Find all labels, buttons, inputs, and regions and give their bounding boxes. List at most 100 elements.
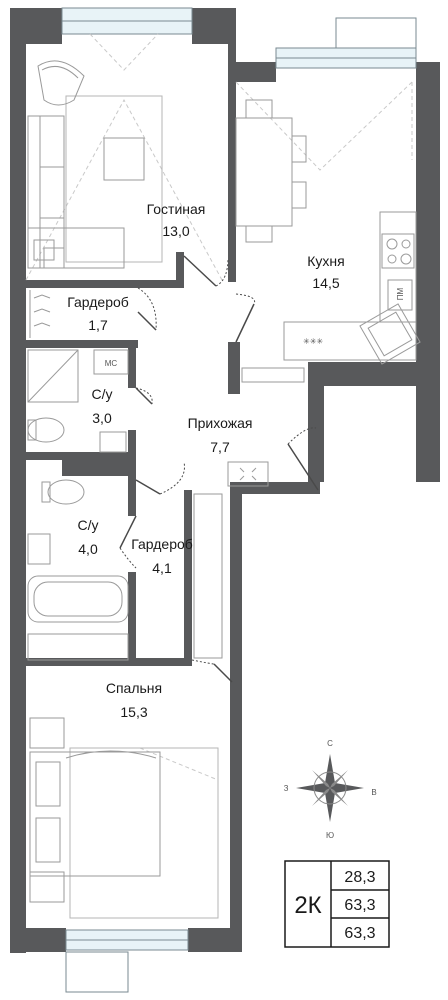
wall-hall-bottom xyxy=(230,482,320,494)
shower-icon xyxy=(27,349,79,403)
room-name-kitchen: Кухня xyxy=(307,253,344,269)
bed-icon xyxy=(29,751,161,877)
room-area-living: 13,0 xyxy=(162,223,189,239)
door-living-leaf xyxy=(183,255,217,287)
room-name-living: Гостиная xyxy=(147,201,206,217)
badge-total-area-2: 63,3 xyxy=(344,925,375,942)
wardrobe-rack-icon xyxy=(193,493,223,659)
wall-right-outer xyxy=(416,62,440,482)
wall-kitchen-right-stub xyxy=(308,362,324,482)
compass-north: С xyxy=(327,739,333,748)
bed-pillow-icon xyxy=(35,761,61,807)
bathtub-icon xyxy=(27,575,129,623)
toilet-icon xyxy=(27,417,65,443)
dishwasher-label: ПМ xyxy=(396,287,405,300)
room-area-wardrobe2: 4,1 xyxy=(152,560,172,576)
pillow-icon-2 xyxy=(43,247,65,269)
wall-living-bottom xyxy=(26,280,176,288)
counter-icon xyxy=(379,211,417,323)
door-bedroom-leaf xyxy=(213,663,233,683)
badge-type: 2К xyxy=(294,892,321,919)
kitchen-furniture: ПМ ✳✳✳ xyxy=(235,99,421,365)
bed-pillow-icon-2 xyxy=(35,817,61,863)
badge-total-area: 63,3 xyxy=(344,897,375,914)
room-labels: Гостиная 13,0 Кухня 14,5 Гардероб 1,7 С/… xyxy=(67,201,345,720)
hob-icon: ✳✳✳ xyxy=(303,337,323,346)
hall-hanger-rack xyxy=(241,367,305,383)
bedroom-furniture xyxy=(29,717,219,919)
room-name-hall: Прихожая xyxy=(188,415,253,431)
dishwasher-icon xyxy=(387,279,413,311)
room-area-wardrobe1: 1,7 xyxy=(88,317,108,333)
door-kitchen-leaf xyxy=(235,303,255,343)
room-name-bath2: С/у xyxy=(78,517,99,533)
compass-rose-icon: С Ю З В xyxy=(284,739,377,840)
window-swing-lines xyxy=(25,33,413,830)
door-bath1-leaf xyxy=(135,387,153,405)
compass-south: Ю xyxy=(326,831,334,840)
room-name-wardrobe2: Гардероб xyxy=(131,536,193,552)
wall-wardrobe1-bottom xyxy=(26,340,138,348)
sink-icon-bath1 xyxy=(99,431,127,453)
room-area-kitchen: 14,5 xyxy=(312,275,339,291)
counter-bottom-icon xyxy=(283,321,417,361)
wall-top-left xyxy=(10,8,62,44)
wall-living-kitchen xyxy=(228,82,236,282)
wardrobe1-furniture xyxy=(29,290,51,338)
wall-right-lower xyxy=(230,494,242,952)
wall-living-kitchen-top xyxy=(228,8,236,90)
badge-frame xyxy=(284,860,390,948)
bath1-furniture: МС xyxy=(27,349,129,453)
door-bath2-leaf xyxy=(135,479,161,495)
room-name-wardrobe1: Гардероб xyxy=(67,294,129,310)
balcony-bedroom xyxy=(65,951,129,993)
nightstand-icon xyxy=(29,717,65,749)
hanger-icon xyxy=(33,294,51,327)
rug-icon xyxy=(65,95,163,263)
living-furniture xyxy=(27,60,163,269)
chair-icon-4 xyxy=(291,181,307,209)
wall-bedroom-top xyxy=(26,658,192,666)
toilet-icon-2 xyxy=(47,479,85,505)
wall-bath1-right-top xyxy=(128,340,136,388)
badge-living-area: 28,3 xyxy=(344,869,375,886)
wall-kitchen-bottom xyxy=(324,362,440,386)
door-wardrobe1-leaf xyxy=(137,311,157,331)
windows xyxy=(61,7,417,993)
room-area-hall: 7,7 xyxy=(210,439,230,455)
wall-left-outer xyxy=(10,8,26,953)
stove-icon xyxy=(381,233,415,269)
nightstand-icon-2 xyxy=(29,871,65,903)
wardrobe2-furniture xyxy=(193,493,223,659)
wall-top-mid xyxy=(192,8,230,44)
room-area-bedroom: 15,3 xyxy=(120,704,147,720)
washer-label: МС xyxy=(105,359,118,368)
compass-west: З xyxy=(284,784,289,793)
hall-furniture xyxy=(227,367,305,487)
chair-icon-2 xyxy=(245,225,273,243)
wall-bath1-right-bottom xyxy=(128,430,136,476)
coffee-table-icon xyxy=(103,137,145,181)
walls xyxy=(10,8,440,953)
wall-wardrobe2-left xyxy=(184,490,192,664)
wall-bath2-right-bottom xyxy=(128,572,136,664)
bedroom-rug-icon xyxy=(69,747,219,919)
sofa-icon xyxy=(27,115,65,269)
wall-bottom-left xyxy=(10,928,66,952)
room-area-bath1: 3,0 xyxy=(92,410,112,426)
room-name-bedroom: Спальня xyxy=(106,680,162,696)
dining-table-icon xyxy=(235,117,293,227)
wall-kitchen-top-left xyxy=(228,62,276,82)
sink-icon-bath2 xyxy=(27,533,51,565)
apartment-badge: 2К 28,3 63,3 63,3 xyxy=(284,860,390,948)
sink-icon xyxy=(359,303,421,365)
wall-bottom-right xyxy=(188,928,242,952)
washer-icon xyxy=(93,349,129,375)
door-bath2b-leaf xyxy=(119,515,137,549)
room-area-bath2: 4,0 xyxy=(78,541,98,557)
wall-kitchen-left-stub xyxy=(228,342,240,394)
wall-living-stub xyxy=(176,252,184,288)
wall-vent-block xyxy=(62,452,136,476)
electrical-panel-icon xyxy=(227,461,269,487)
